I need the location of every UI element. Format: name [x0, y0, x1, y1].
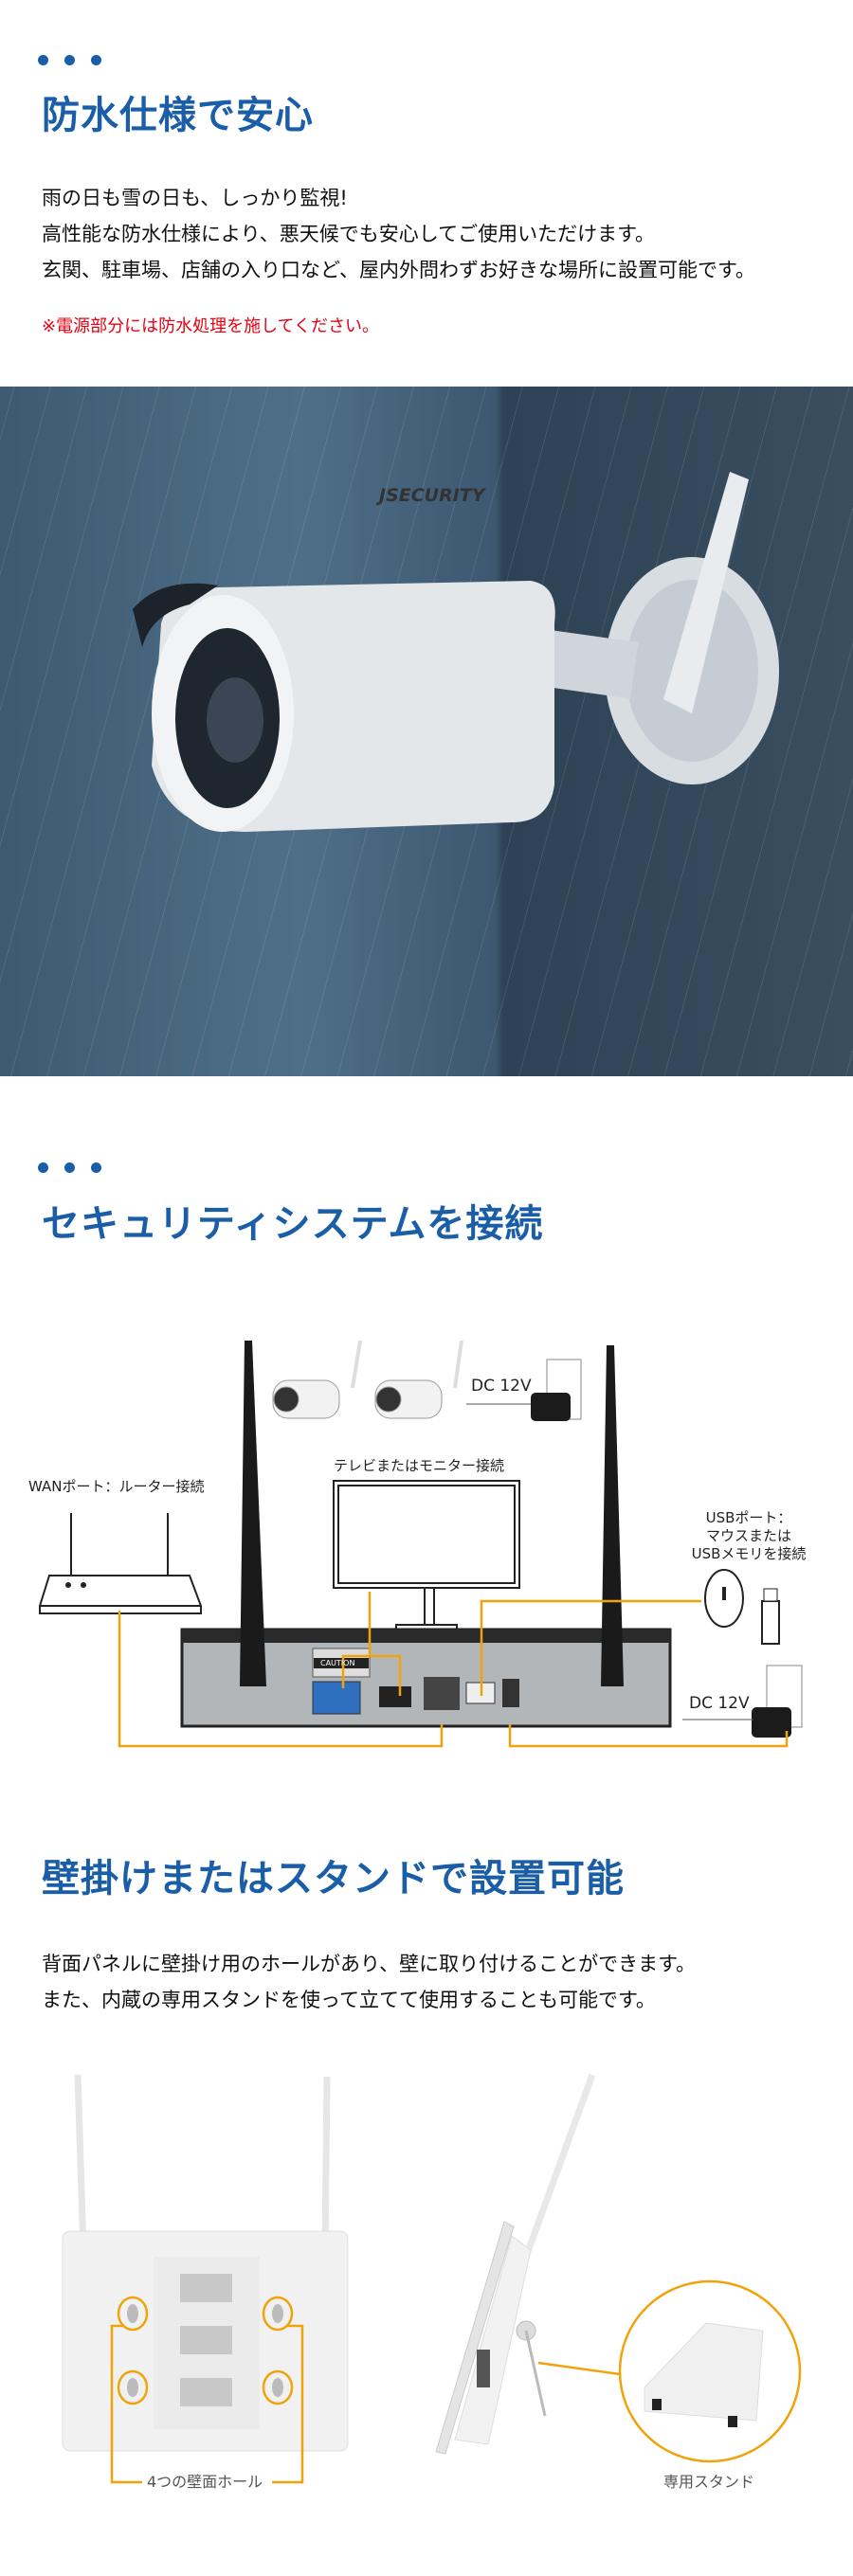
section-title-mount: 壁掛けまたはスタンドで設置可能	[42, 1857, 625, 1900]
section-title-connect: セキュリティシステムを接続	[42, 1202, 544, 1246]
router-icon	[39, 1513, 202, 1614]
monitor-side-icon	[435, 2073, 596, 2455]
holes-label: 4つの壁面ホール	[147, 2473, 263, 2491]
body-line: 背面パネルに壁掛け用のホールがあり、壁に取り付けることができます。	[42, 1953, 697, 1975]
bullet-camera-illustration	[133, 472, 779, 832]
connection-diagram: DC 12V WANポート：ルーター接続 テレビまたはモニター接続 USBポート…	[0, 1317, 853, 1762]
antenna-icon	[240, 1341, 266, 1686]
monitor-label: テレビまたはモニター接続	[334, 1457, 505, 1474]
wan-label: WANポート：ルーター接続	[28, 1478, 205, 1495]
camera-rain-photo: JSECURITY	[0, 387, 853, 1076]
antenna-icon	[601, 1345, 624, 1686]
usb-label: USBポート： マウスまたは USBメモリを接続	[691, 1509, 807, 1562]
usb-stick-icon	[761, 1600, 780, 1645]
body-line: 雨の日も雪の日も、しっかり監視!	[42, 187, 348, 209]
dc-label-top: DC 12V	[471, 1377, 532, 1396]
section-dots	[38, 55, 101, 65]
monitor-icon	[333, 1480, 520, 1638]
section-body: 背面パネルに壁掛け用のホールがあり、壁に取り付けることができます。 また、内蔵の…	[42, 1946, 696, 2018]
body-line: 高性能な防水仕様により、悪天候でも安心してご使用いただけます。	[42, 223, 656, 245]
dc-label-bottom: DC 12V	[689, 1694, 750, 1713]
body-line: また、内蔵の専用スタンドを使って立てて使用することも可能です。	[42, 1989, 656, 2011]
section-dots	[38, 1162, 101, 1173]
waterproof-note: ※電源部分には防水処理を施してください。	[42, 316, 379, 336]
mount-photos: 4つの壁面ホール 専用スタンド	[0, 2046, 853, 2576]
camera-icon	[272, 1340, 463, 1419]
caution-label: CAUTION	[320, 1659, 355, 1667]
stand-label: 専用スタンド	[663, 2473, 755, 2491]
monitor-back-icon	[62, 2074, 349, 2484]
stand-icon	[644, 2322, 764, 2422]
body-line: 玄関、駐車場、店舗の入り口など、屋内外問わずお好きな場所に設置可能です。	[42, 259, 755, 281]
section-body: 雨の日も雪の日も、しっかり監視! 高性能な防水仕様により、悪天候でも安心してご使…	[42, 180, 755, 288]
connector-lines	[118, 1592, 789, 1748]
section-title-waterproof: 防水仕様で安心	[42, 94, 314, 137]
brand-text: JSECURITY	[379, 485, 485, 506]
